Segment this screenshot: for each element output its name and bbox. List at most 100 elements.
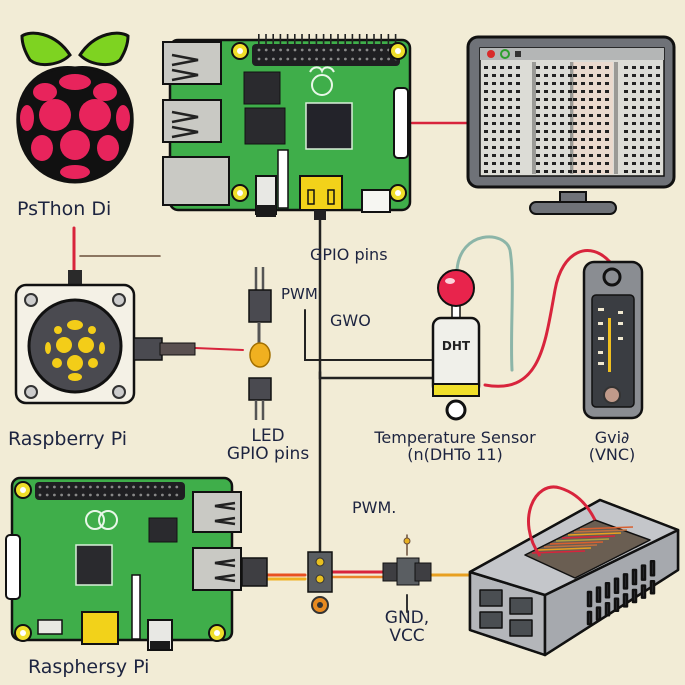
gpio-pin-dot — [81, 485, 85, 489]
gpio-pin-dot — [175, 485, 179, 489]
grid-cell — [597, 146, 601, 149]
grid-cell — [508, 130, 512, 133]
logo-leaf-left — [20, 31, 72, 67]
gpio-pin-dot — [45, 485, 49, 489]
grid-cell — [581, 138, 585, 141]
grid-cell — [640, 106, 644, 109]
grid-cell — [568, 146, 572, 149]
grid-cell — [605, 66, 609, 69]
gpio-pin-dot — [257, 48, 261, 52]
grid-cell — [560, 146, 564, 149]
gpio-pin-dot — [264, 48, 268, 52]
grid-cell — [568, 90, 572, 93]
grid-cell — [492, 130, 496, 133]
grid-cell — [597, 138, 601, 141]
gpio-pin-dot — [300, 57, 304, 61]
gpio-pin — [258, 34, 260, 44]
grid-cell — [560, 170, 564, 173]
grid-cell — [573, 82, 577, 85]
gpio-pin — [337, 34, 339, 44]
gpio-pin-dot — [110, 493, 114, 497]
gpio-pin-dot — [67, 493, 71, 497]
grid-cell — [581, 66, 585, 69]
grid-divider — [614, 62, 618, 174]
gpio-pin-dot — [161, 493, 164, 497]
grid-cell — [492, 106, 496, 109]
gpio-pin — [351, 34, 354, 44]
grid-cell — [552, 122, 556, 125]
grid-cell — [560, 98, 564, 101]
pwm-label-bottom: PWM. — [352, 498, 397, 517]
grid-cell — [632, 170, 636, 173]
grid-cell — [624, 98, 628, 101]
vent-wire — [549, 541, 604, 545]
gpio-pin-dot — [286, 57, 290, 61]
grid-cell — [560, 154, 564, 157]
grid-cell — [573, 130, 577, 133]
spreadsheet-grid — [484, 62, 660, 174]
grid-cell — [544, 146, 548, 149]
gpio-pin-dot — [53, 485, 56, 489]
gwo-label: GWO — [330, 311, 371, 330]
grid-cell — [573, 170, 577, 173]
grid-cell — [492, 154, 496, 157]
grid-cell — [597, 154, 601, 157]
grid-cell — [597, 114, 601, 117]
grid-cell — [589, 146, 593, 149]
grid-cell — [581, 170, 585, 173]
case-slot — [604, 581, 611, 599]
grid-cell — [500, 82, 504, 85]
display-connector-bottom — [5, 534, 21, 600]
case-slot — [649, 579, 656, 595]
grid-cell — [492, 162, 496, 165]
grid-cell — [640, 154, 644, 157]
grid-cell — [500, 154, 504, 157]
grid-cell — [573, 66, 577, 69]
gpio-header-bottom-pins — [38, 485, 179, 497]
grid-cell — [536, 146, 540, 149]
refresh-icon — [500, 49, 510, 59]
gpio-pin-dot — [365, 48, 369, 52]
grid-cell — [500, 98, 504, 101]
grid-cell — [500, 122, 504, 125]
gpio-pin-dot — [146, 485, 150, 489]
grid-cell — [648, 146, 652, 149]
grid-cell — [568, 66, 572, 69]
grid-cell — [484, 154, 488, 157]
chip-ram — [244, 107, 286, 145]
grid-cell — [573, 146, 577, 149]
grid-cell — [568, 154, 572, 157]
grid-cell — [492, 66, 496, 69]
case-slot — [631, 568, 638, 586]
grid-cell — [560, 90, 564, 93]
grid-cell — [656, 66, 660, 69]
gpio-pin-dot — [110, 485, 114, 489]
wires — [72, 121, 612, 613]
grid-cell — [484, 98, 488, 101]
gpio-pin-dot — [286, 48, 290, 52]
gpio-pin-dot — [264, 57, 268, 61]
grid-cell — [656, 114, 660, 117]
grid-cell — [536, 154, 540, 157]
grid-cell — [568, 162, 572, 165]
grid-cell — [573, 162, 577, 165]
gpio-pin — [272, 34, 274, 44]
grid-cell — [597, 130, 601, 133]
grid-cell — [632, 82, 636, 85]
grid-divider — [532, 62, 536, 174]
grid-cell — [500, 170, 504, 173]
grid-cell — [508, 154, 512, 157]
sensor-knob — [437, 269, 475, 307]
grid-cell — [552, 106, 556, 109]
grid-cell — [656, 122, 660, 125]
grid-cell — [648, 82, 652, 85]
grid-cell — [508, 90, 512, 93]
grid-cell — [581, 154, 585, 157]
grid-cell — [640, 162, 644, 165]
grid-cell — [597, 90, 601, 93]
grid-cell — [544, 98, 548, 101]
grid-cell — [656, 162, 660, 165]
gpio-pin-dot — [293, 57, 297, 61]
grid-cell — [605, 98, 609, 101]
grid-cell — [589, 130, 593, 133]
